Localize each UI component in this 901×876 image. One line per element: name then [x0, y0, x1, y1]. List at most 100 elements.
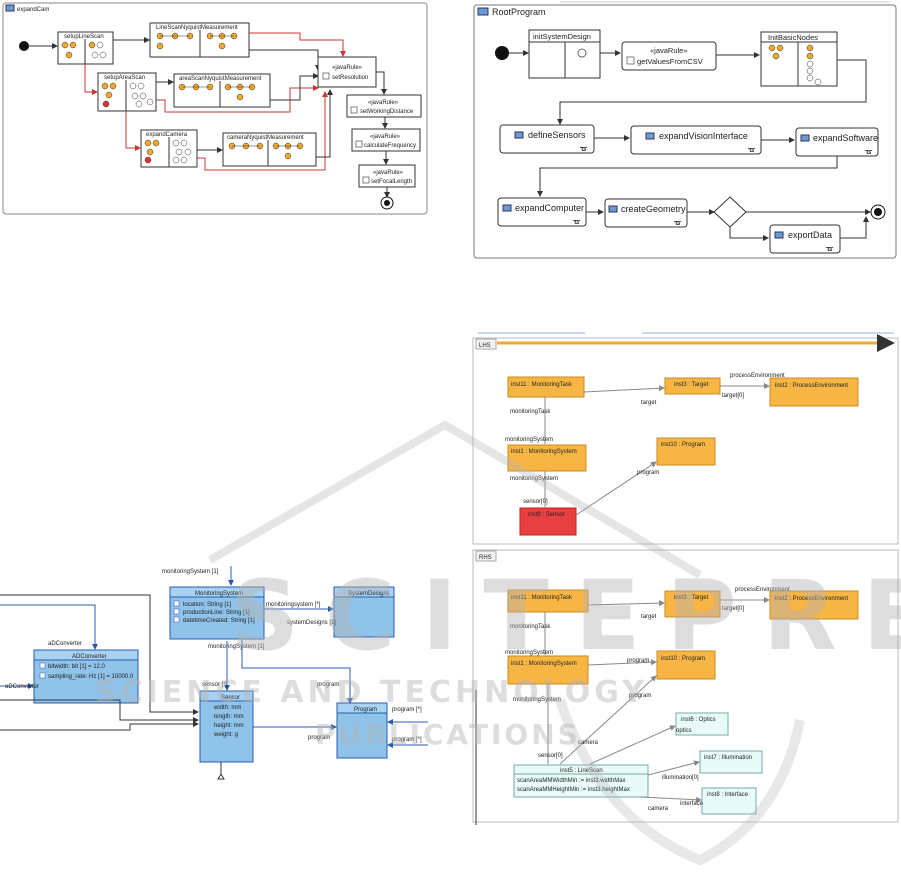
svg-text:ᚗ: ᚗ [825, 242, 834, 252]
svg-text:expandVisionInterface: expandVisionInterface [659, 131, 748, 141]
svg-text:target[0]: target[0] [722, 393, 744, 399]
lhs-inst1 [507, 444, 587, 472]
svg-text:defineSensors: defineSensors [528, 130, 586, 140]
svg-text:target: target [641, 614, 657, 620]
svg-text:monitoringSystem: monitoringSystem [505, 437, 553, 443]
svg-text:setResolution: setResolution [332, 75, 368, 81]
rhs-inst2 [769, 590, 859, 620]
svg-text:createGeometry: createGeometry [621, 204, 686, 214]
root-start-node [495, 46, 509, 60]
svg-text:inst6 : Optics: inst6 : Optics [681, 717, 716, 723]
lhs-inst2 [769, 377, 859, 407]
panel-icon [5, 4, 15, 12]
svg-text:monitoringTask: monitoringTask [510, 409, 551, 415]
svg-text:inst10 : Program: inst10 : Program [661, 656, 705, 662]
svg-text:ADConverter: ADConverter [72, 654, 107, 660]
expand-cam-title: expandCam [17, 7, 49, 13]
lhs-inst11 [507, 376, 585, 398]
svg-text:calculateFrequency: calculateFrequency [364, 143, 416, 149]
rhs-inst6 [675, 712, 729, 736]
svg-text:«javaRule»: «javaRule» [373, 170, 404, 176]
svg-text:scanAreaMMWidthMin := inst3.wi: scanAreaMMWidthMin := inst3.widthMax [517, 778, 626, 784]
svg-text:camera: camera [648, 806, 669, 812]
svg-text:inst3 : Target: inst3 : Target [674, 382, 709, 388]
rhs-inst3 [664, 590, 721, 618]
svg-text:ᚗ: ᚗ [864, 145, 873, 155]
svg-text:monitoringSystem [1]: monitoringSystem [1] [162, 569, 219, 575]
svg-text:«javaRule»: «javaRule» [368, 100, 399, 106]
lhs-inst9 [519, 507, 577, 536]
svg-text:productionLine: String [1]: productionLine: String [1] [183, 610, 250, 616]
rhs-inst5 [513, 764, 649, 798]
svg-text:ᚗ: ᚗ [579, 142, 588, 152]
svg-text:length: mm: length: mm [214, 714, 244, 720]
svg-text:weight: g: weight: g [213, 732, 238, 738]
svg-text:location: String [1]: location: String [1] [183, 602, 231, 608]
svg-text:expandCamera: expandCamera [146, 132, 188, 138]
svg-text:getValuesFromCSV: getValuesFromCSV [637, 57, 703, 66]
rhs-inst11 [507, 589, 589, 613]
lhs-panel: LHS inst11 : MonitoringTask inst3 : Targ… [472, 332, 899, 545]
svg-text:Program: Program [354, 707, 377, 713]
svg-text:expandSoftware: expandSoftware [813, 133, 878, 143]
svg-text:inst3 : Target: inst3 : Target [674, 595, 709, 601]
rhs-inst8 [701, 787, 757, 815]
svg-text:sampling_rate: Hz [1] = 10000.: sampling_rate: Hz [1] = 10000.0 [48, 674, 134, 680]
svg-text:systemDesigns [1]: systemDesigns [1] [287, 620, 336, 626]
svg-text:processEnvironment: processEnvironment [730, 373, 785, 379]
expand-cam-panel: expandCam setupLineScan LineScanNyquistM… [2, 2, 428, 215]
root-program-panel: RootProgram initSystemDesign «javaRule» … [473, 1, 897, 259]
svg-text:sensor[0]: sensor[0] [538, 753, 563, 759]
svg-text:camera: camera [578, 740, 599, 746]
rhs-panel: RHS inst11 : MonitoringTask inst3 : Targ… [472, 549, 899, 825]
svg-text:height: mm: height: mm [214, 723, 244, 729]
export-data-node [769, 224, 841, 254]
svg-text:monitoringSystem: monitoringSystem [505, 650, 553, 656]
svg-text:SystemDesigns: SystemDesigns [348, 591, 390, 597]
svg-text:InitBasicNodes: InitBasicNodes [768, 33, 818, 42]
svg-text:Sensor: Sensor [221, 695, 240, 701]
svg-text:scanAreaMMHeightMin := inst3.h: scanAreaMMHeightMin := inst3.heightMax [517, 787, 630, 793]
svg-text:monitoringSystem: monitoringSystem [513, 697, 561, 703]
svg-text:ᚗ: ᚗ [572, 215, 581, 225]
svg-text:ᚗ: ᚗ [747, 143, 756, 153]
svg-text:«javaRule»: «javaRule» [370, 134, 401, 140]
svg-text:ᚗ: ᚗ [673, 216, 682, 226]
svg-text:aDConverter: aDConverter [5, 684, 39, 690]
svg-text:program: program [627, 658, 649, 664]
rhs-inst7 [699, 750, 763, 774]
svg-text:setupLineScan: setupLineScan [64, 34, 104, 40]
svg-text:inst8 : Interface: inst8 : Interface [707, 792, 749, 798]
rhs-inst10 [656, 650, 716, 680]
start-node [19, 41, 29, 51]
svg-text:initSystemDesign: initSystemDesign [533, 32, 591, 41]
get-values-from-csv-node [621, 41, 717, 71]
class-diagram: monitoringSystem [1] MonitoringSystem lo… [0, 566, 428, 780]
svg-text:program [*]: program [*] [392, 737, 422, 743]
svg-text:areaScanNyquistMeasurement: areaScanNyquistMeasurement [179, 76, 262, 82]
svg-text:RootProgram: RootProgram [492, 7, 546, 17]
svg-text:setFocalLength: setFocalLength [371, 179, 412, 185]
svg-text:sensor [*]: sensor [*] [202, 682, 228, 688]
svg-text:target: target [641, 400, 657, 406]
svg-text:processEnvironment: processEnvironment [735, 587, 790, 593]
svg-text:aDConverter: aDConverter [48, 641, 82, 647]
svg-text:program: program [308, 735, 330, 741]
svg-text:inst11 : MonitoringTask: inst11 : MonitoringTask [511, 595, 573, 601]
svg-text:width: mm: width: mm [213, 705, 241, 711]
svg-text:datetimeCreated: String [1]: datetimeCreated: String [1] [183, 618, 255, 624]
svg-text:inst5 : LineScan: inst5 : LineScan [560, 768, 603, 774]
svg-text:program [*]: program [*] [392, 707, 422, 713]
svg-text:monitoringsystem [*]: monitoringsystem [*] [266, 602, 321, 608]
areascan-nyquist-node [173, 73, 271, 108]
svg-text:program: program [317, 682, 339, 688]
svg-text:monitoringSystem: monitoringSystem [510, 476, 558, 482]
svg-text:inst1 : MonitoringSystem: inst1 : MonitoringSystem [511, 661, 577, 667]
svg-text:program: program [629, 693, 651, 699]
svg-text:exportData: exportData [788, 230, 832, 240]
svg-text:expandComputer: expandComputer [515, 203, 584, 213]
svg-text:program: program [637, 470, 659, 476]
svg-text:monitoringSystem [1]: monitoringSystem [1] [208, 644, 265, 650]
svg-text:sensor[0]: sensor[0] [523, 499, 548, 505]
